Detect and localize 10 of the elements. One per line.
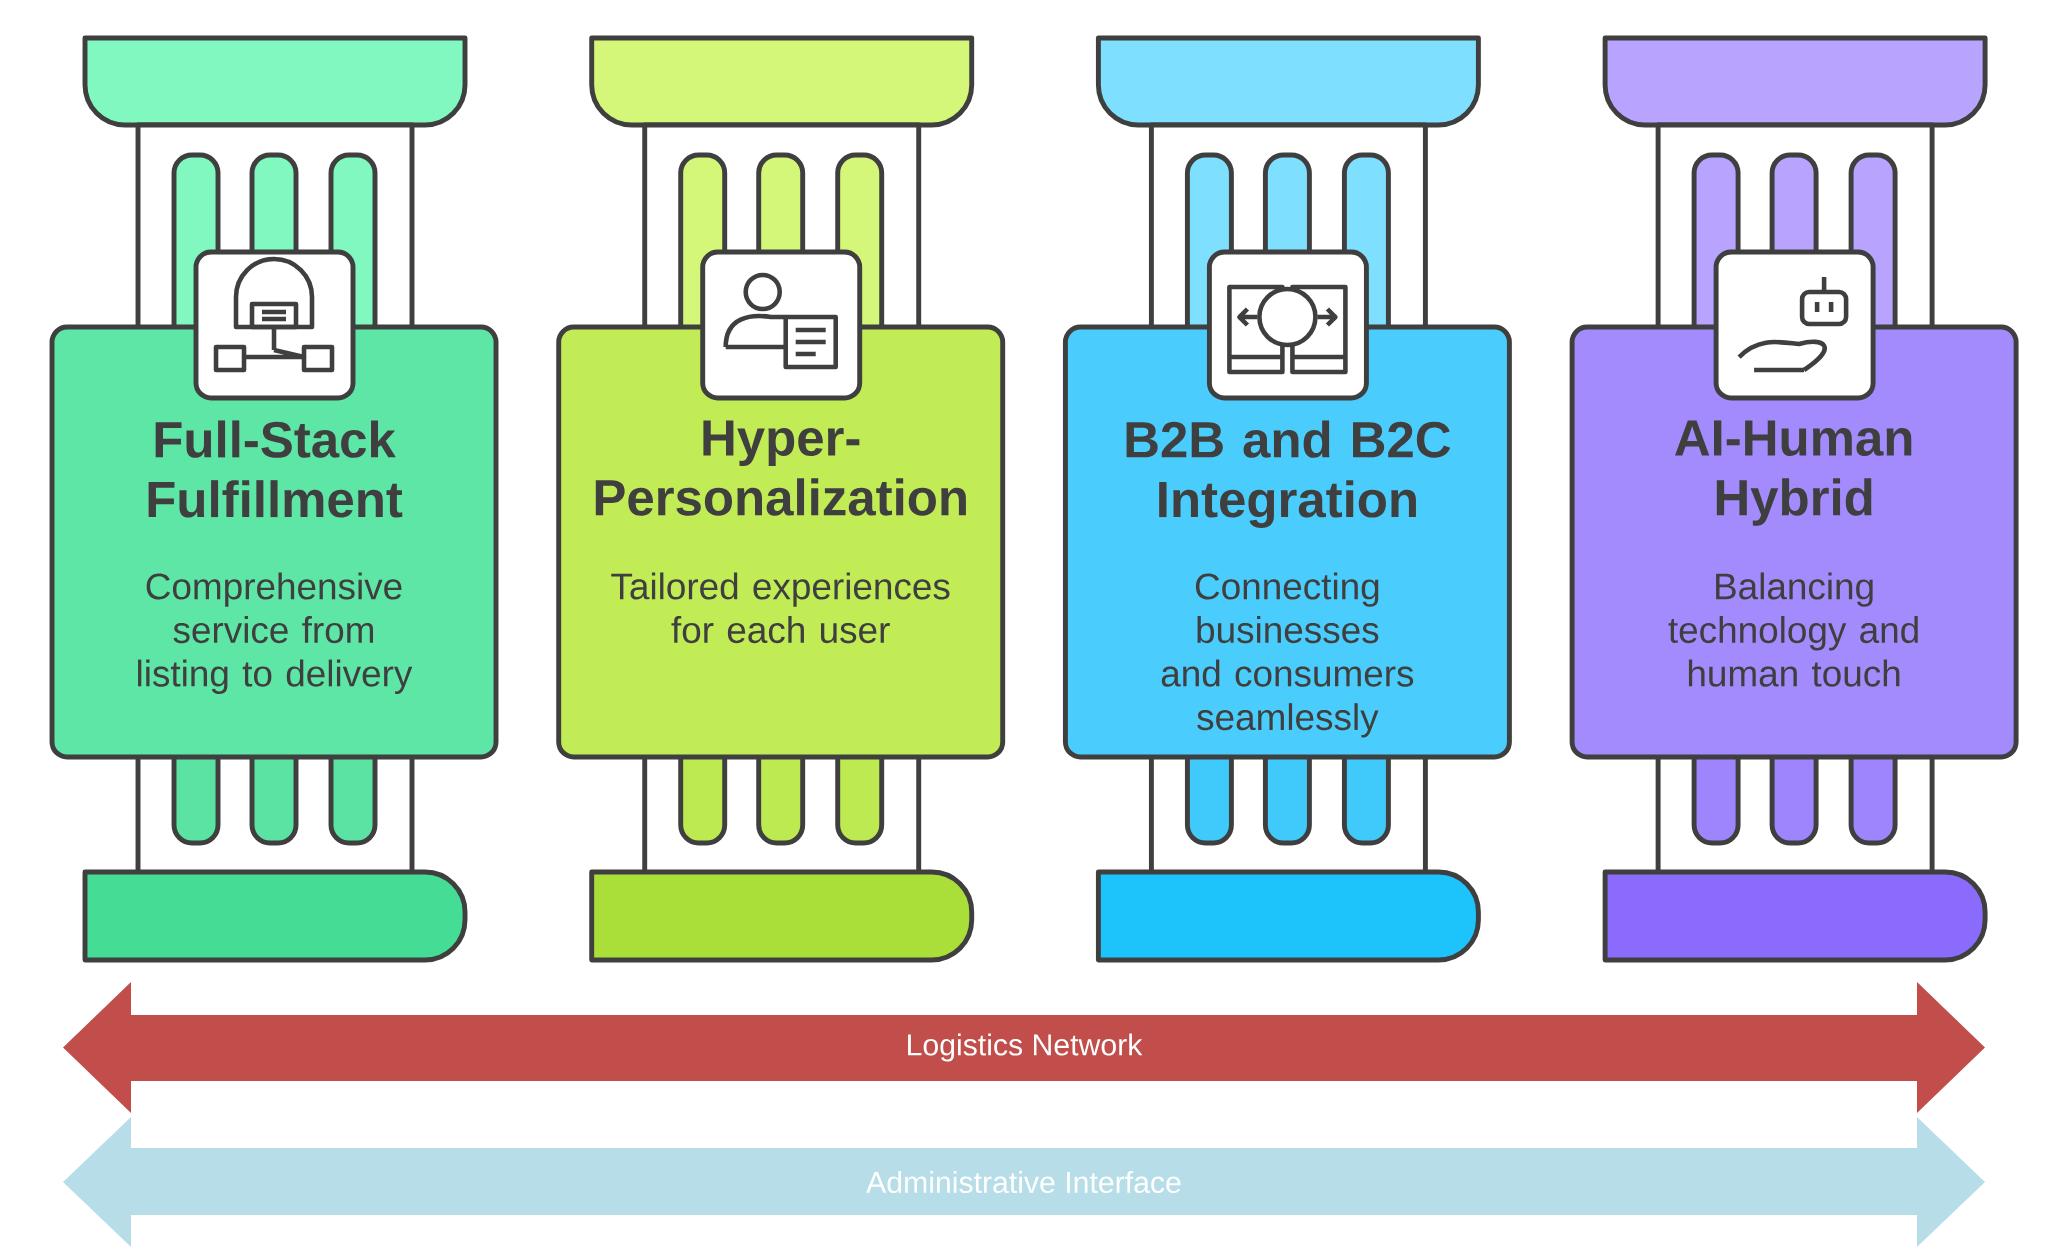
pillar-title: AI-Human Hybrid bbox=[1675, 420, 1912, 526]
pillar-title: Hyper-Personalization bbox=[595, 420, 966, 516]
double-arrow-band: Administrative Interface bbox=[63, 1117, 1985, 1247]
pillar-title: Full-Stack Fulfillment bbox=[148, 420, 403, 518]
pillar-description: Balancing technology and human touch bbox=[1668, 572, 1918, 687]
double-arrow-band: Logistics Network bbox=[63, 982, 1985, 1113]
pillar-description: Connecting businesses and consumers seamlessly bbox=[1161, 572, 1414, 738]
pillar-description: Comprehensive service from listing to delivery bbox=[138, 572, 413, 694]
pillar-title: B2B and B2C Integration bbox=[1126, 420, 1451, 528]
pillar-description: Tailored experiences for each user bbox=[611, 572, 950, 644]
